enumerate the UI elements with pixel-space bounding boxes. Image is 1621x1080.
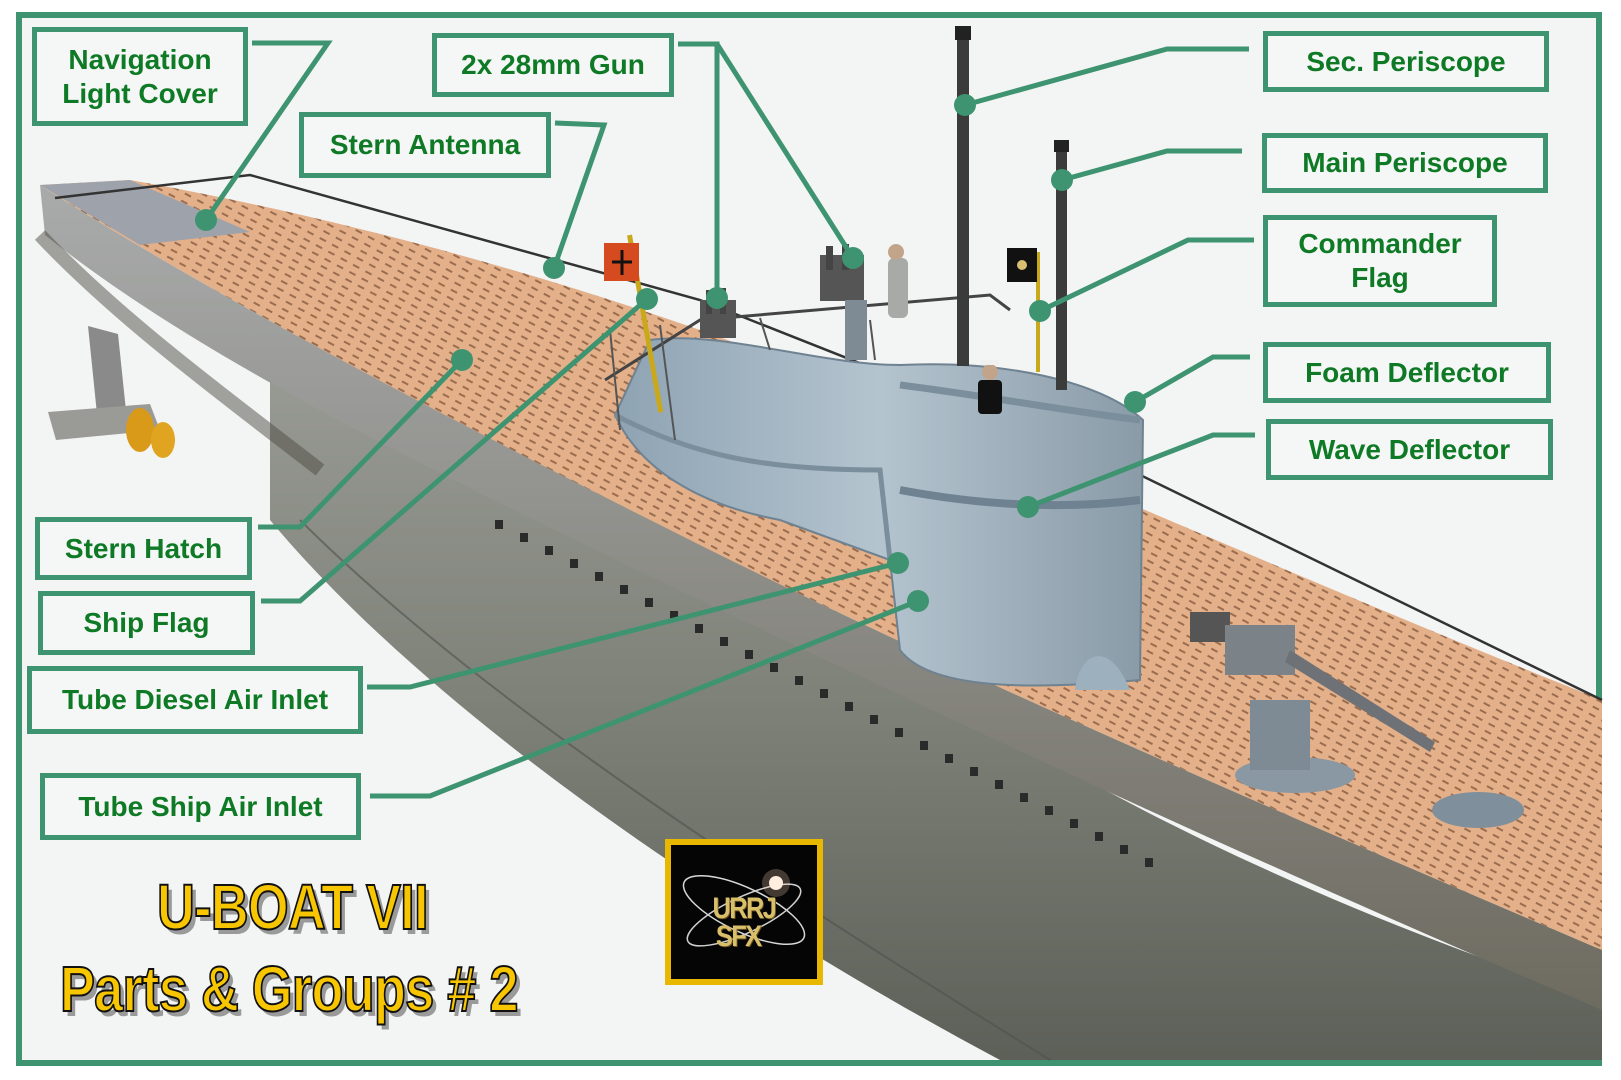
callout-dot-tube-ship-air-inlet [907, 590, 929, 612]
label-ship-flag: Ship Flag [38, 591, 255, 655]
leader-line-commander-flag [1038, 237, 1254, 314]
title-line-1: U-BOAT VII [156, 870, 429, 944]
logo-text: URRJ SFX [712, 892, 777, 953]
leader-line-main-periscope [1061, 148, 1242, 183]
leader-line-tube-diesel-air-inlet [367, 560, 899, 690]
label-commander-flag: Commander Flag [1263, 215, 1497, 307]
callout-dot-commander-flag [1029, 300, 1051, 322]
label-28mm-gun: 2x 28mm Gun [432, 33, 674, 97]
leader-line-28mm-gun [714, 42, 856, 260]
hull-casing-side [34, 185, 1602, 1010]
leader-line-wave-deflector [1027, 432, 1255, 510]
label-stern-antenna: Stern Antenna [299, 112, 551, 178]
leader-line-foam-deflector [1133, 354, 1250, 405]
urrj-sfx-logo: URRJ SFX [665, 839, 823, 985]
logo-text-line-2: SFX [715, 920, 762, 953]
label-sec-periscope: Sec. Periscope [1263, 31, 1549, 92]
leader-line-stern-hatch [258, 358, 464, 530]
vent-row [495, 520, 1153, 867]
leader-line-28mm-gun [678, 41, 720, 298]
leader-line-navigation-light-cover [203, 40, 333, 222]
rudder-propeller [48, 326, 175, 458]
deck-hatch [1432, 792, 1524, 828]
logo-text-line-1: URRJ [712, 892, 777, 925]
label-tube-ship-air-inlet: Tube Ship Air Inlet [40, 773, 361, 840]
callout-dot-ship-flag [636, 288, 658, 310]
deck [40, 180, 1602, 950]
callout-dot-tube-diesel-air-inlet [887, 552, 909, 574]
callout-dot-navigation-light-cover [195, 209, 217, 231]
label-tube-diesel-air-inlet: Tube Diesel Air Inlet [27, 666, 363, 734]
callout-dot-sec-periscope [954, 94, 976, 116]
label-wave-deflector: Wave Deflector [1266, 419, 1553, 480]
callout-dot-stern-hatch [451, 349, 473, 371]
title-line-2: Parts & Groups # 2 [59, 952, 519, 1026]
callout-dot-foam-deflector [1124, 391, 1146, 413]
callout-dot-28mm-gun-rear [706, 287, 728, 309]
orbit-icon [682, 869, 806, 947]
crew-figures [888, 244, 1002, 414]
label-main-periscope: Main Periscope [1262, 133, 1548, 193]
label-navigation-light-cover: Navigation Light Cover [32, 27, 248, 126]
callout-dot-wave-deflector [1017, 496, 1039, 518]
deck-gun [1190, 612, 1435, 793]
leader-line-tube-ship-air-inlet [370, 598, 919, 799]
leader-line-sec-periscope [964, 46, 1249, 108]
callout-dot-stern-antenna [543, 257, 565, 279]
label-stern-hatch: Stern Hatch [35, 517, 252, 580]
callout-dot-main-periscope [1051, 169, 1073, 191]
callout-dot-28mm-gun-front [842, 247, 864, 269]
leader-line-ship-flag [261, 297, 649, 604]
ship-flag-graphic [604, 234, 664, 413]
leader-line-stern-antenna [551, 120, 608, 269]
label-foam-deflector: Foam Deflector [1263, 342, 1551, 403]
